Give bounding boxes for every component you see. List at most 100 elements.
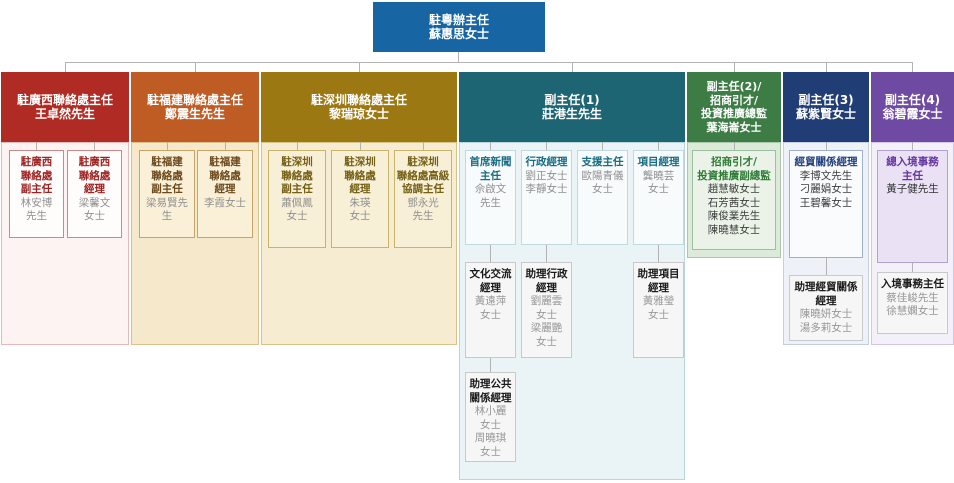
- staff-box: 駐廣西 聯絡處 經理 梁馨文 女士: [67, 150, 122, 238]
- group-header-shenzhen: 駐深圳聯絡處主任 黎瑞琼女士: [261, 72, 457, 142]
- staff-title: 駐福建 聯絡處 副主任: [151, 156, 183, 195]
- connector-line: [734, 142, 735, 150]
- staff-names: 蕭佩鳳 女士: [281, 196, 313, 223]
- group-head-name: 葉海崙女士: [706, 120, 762, 134]
- staff-box: 總入境事務 主任 黃子健先生: [877, 150, 948, 263]
- connector-line: [359, 62, 360, 72]
- connector-line: [734, 62, 735, 72]
- staff-names: 林安博 先生: [20, 196, 53, 223]
- staff-box: 首席新聞 主任 佘啟文 先生: [465, 150, 516, 245]
- connector-line: [167, 142, 168, 150]
- connector-line: [195, 62, 196, 72]
- connector-line: [360, 142, 361, 150]
- staff-title: 駐廣西 聯絡處 副主任: [20, 156, 53, 195]
- group-title: 駐廣西聯絡處主任: [16, 92, 113, 107]
- connector-line: [490, 358, 491, 372]
- staff-names: 蔡佳峻先生 徐慧嫻女士: [886, 291, 939, 318]
- staff-names: 龔曉芸 女士: [642, 169, 675, 196]
- staff-box: 駐福建 聯絡處 副主任 梁易賢先生: [139, 150, 195, 238]
- staff-box: 助理公共 關係經理 林小麗 女士 周曉琪 女士: [465, 372, 516, 462]
- staff-box: 駐深圳 聯絡處 經理 朱瑛 女士: [331, 150, 389, 248]
- staff-box: 助理經貿關係 經理 陳曉妍女士 湯多莉女士: [789, 275, 863, 341]
- connector-line: [65, 62, 913, 63]
- connector-line: [912, 142, 913, 150]
- staff-title: 駐深圳 聯絡處高級 協調主任: [396, 156, 450, 195]
- staff-box: 文化交流 經理 黃遠萍 女士: [465, 262, 516, 358]
- group-title: 副主任(4): [884, 92, 941, 107]
- connector-line: [826, 142, 827, 150]
- group-head-name: 莊港生先生: [541, 107, 602, 121]
- connector-line: [572, 62, 573, 72]
- group-head-name: 王卓然先生: [34, 107, 95, 121]
- connector-line: [297, 142, 298, 150]
- connector-line: [65, 62, 66, 72]
- group-header-deputy4: 副主任(4) 翁碧霞女士: [871, 72, 954, 142]
- staff-names: 佘啟文 先生: [474, 183, 507, 209]
- connector-line: [658, 142, 659, 150]
- staff-title: 首席新聞 主任: [469, 156, 512, 182]
- group-head-name: 翁碧霞女士: [882, 107, 943, 121]
- staff-box: 經貿關係經理 李博文先生 刁麗娟女士 王碧馨女士: [789, 150, 863, 258]
- connector-line: [912, 62, 913, 72]
- group-header-deputy2: 副主任(2)/ 招商引才/ 投資推廣總監 葉海崙女士: [687, 72, 781, 142]
- staff-title: 總入境事務 主任: [886, 156, 939, 182]
- staff-title: 駐深圳 聯絡處 副主任: [281, 156, 313, 195]
- staff-title: 行政經理: [525, 156, 568, 168]
- group-header-deputy3: 副主任(3) 蘇紫賢女士: [783, 72, 869, 142]
- connector-line: [546, 245, 547, 262]
- connector-line: [490, 142, 491, 150]
- staff-title: 經貿關係經理: [794, 156, 858, 168]
- group-header-guangxi: 駐廣西聯絡處主任 王卓然先生: [1, 72, 129, 142]
- group-head-name: 蘇紫賢女士: [795, 107, 856, 121]
- group-header-fujian: 駐福建聯絡處主任 鄭震生先生: [131, 72, 259, 142]
- staff-box: 駐福建 聯絡處 經理 李霞女士: [197, 150, 253, 238]
- staff-title: 招商引才/ 投資推廣副總監: [697, 156, 771, 182]
- staff-names: 歐陽青儀 女士: [581, 169, 624, 196]
- staff-names: 黃遠萍 女士: [474, 295, 507, 321]
- staff-box: 行政經理 劉正女士 李靜女士: [521, 150, 572, 245]
- staff-box: 入境事務主任 蔡佳峻先生 徐慧嫻女士: [877, 272, 948, 334]
- staff-box: 駐深圳 聯絡處 副主任 蕭佩鳳 女士: [268, 150, 326, 248]
- staff-box: 助理行政 經理 劉麗雲 女士 梁麗艷 女士: [521, 262, 572, 358]
- staff-names: 陳曉妍女士 湯多莉女士: [799, 308, 853, 334]
- staff-box: 助理項目 經理 黃雅瑩 女士: [633, 262, 684, 358]
- staff-names: 梁馨文 女士: [78, 196, 111, 223]
- staff-names: 李博文先生 刁麗娟女士 王碧馨女士: [799, 169, 853, 209]
- staff-names: 鄧永光 先生: [407, 196, 439, 223]
- staff-names: 李霞女士: [204, 196, 246, 209]
- staff-names: 黃子健先生: [886, 183, 939, 195]
- root-title: 駐粵辦主任: [428, 12, 489, 27]
- staff-names: 趙慧敏女士 石芳茜女士 陳俊業先生 陳曉慧女士: [707, 183, 761, 236]
- connector-line: [225, 142, 226, 150]
- connector-line: [602, 142, 603, 150]
- root-box: 駐粵辦主任 蘇惠思女士: [373, 2, 545, 52]
- staff-title: 支援主任: [581, 156, 624, 168]
- connector-line: [36, 142, 37, 150]
- connector-line: [458, 52, 459, 62]
- staff-names: 林小麗 女士 周曉琪 女士: [474, 405, 507, 458]
- staff-box: 招商引才/ 投資推廣副總監 趙慧敏女士 石芳茜女士 陳俊業先生 陳曉慧女士: [692, 150, 776, 250]
- staff-title: 駐福建 聯絡處 經理: [209, 156, 241, 195]
- connector-line: [490, 245, 491, 262]
- connector-line: [94, 142, 95, 150]
- group-header-deputy1: 副主任(1) 莊港生先生: [459, 72, 685, 142]
- staff-names: 朱瑛 女士: [349, 196, 371, 223]
- staff-box: 駐廣西 聯絡處 副主任 林安博 先生: [9, 150, 64, 238]
- group-title: 副主任(1): [544, 92, 600, 107]
- root-name: 蘇惠思女士: [428, 27, 489, 41]
- staff-title: 助理公共 關係經理: [469, 378, 512, 404]
- group-title: 副主任(2)/ 招商引才/ 投資推廣總監: [701, 80, 767, 120]
- staff-title: 駐深圳 聯絡處 經理: [344, 156, 376, 195]
- staff-title: 助理行政 經理: [525, 268, 568, 294]
- staff-title: 駐廣西 聯絡處 經理: [78, 156, 111, 195]
- staff-title: 項目經理: [637, 156, 680, 168]
- staff-title: 助理經貿關係 經理: [794, 281, 858, 307]
- connector-line: [423, 142, 424, 150]
- staff-names: 劉正女士 李靜女士: [525, 169, 568, 196]
- staff-names: 黃雅瑩 女士: [642, 295, 675, 321]
- connector-line: [826, 258, 827, 275]
- group-head-name: 鄭震生先生: [164, 107, 225, 121]
- connector-line: [912, 263, 913, 272]
- staff-title: 助理項目 經理: [637, 268, 680, 294]
